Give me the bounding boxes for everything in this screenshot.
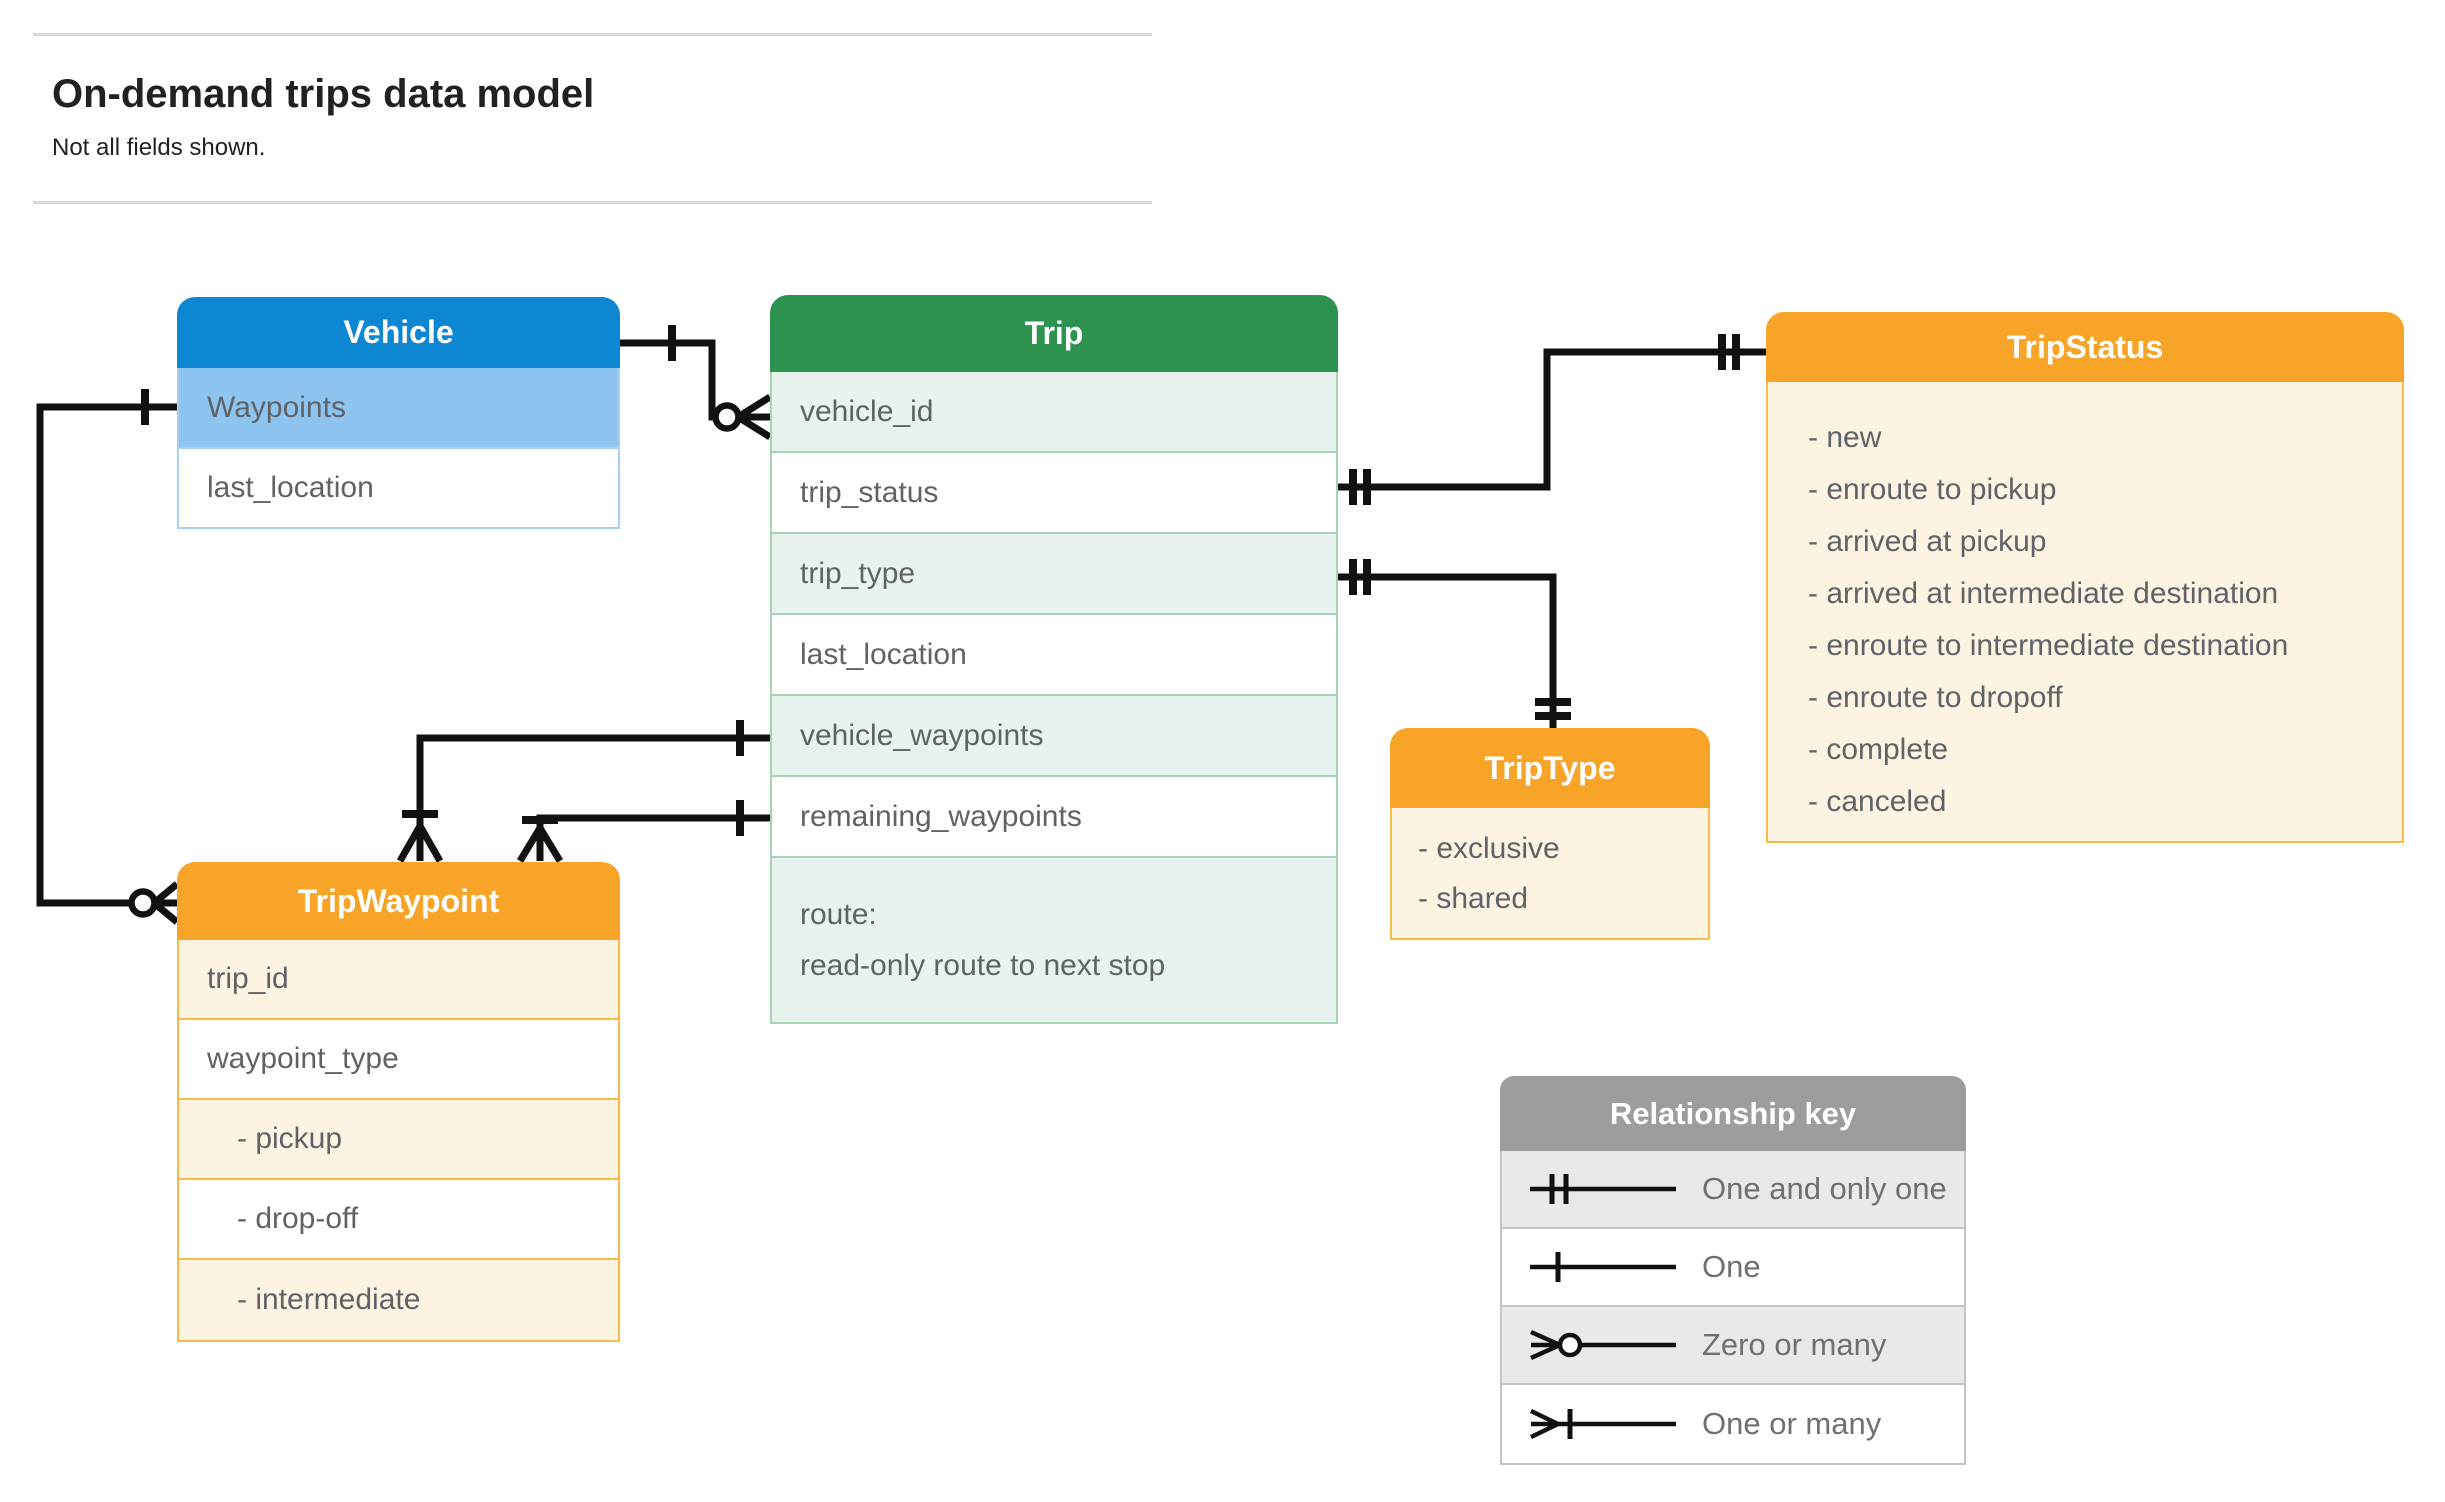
relationship-key-title: Relationship key <box>1609 1095 1857 1131</box>
entity-trip-body: vehicle_id trip_status trip_type last_lo… <box>770 372 1338 1024</box>
waypoint-type-value-intermediate: - intermediate <box>179 1260 618 1340</box>
field-trip-type: trip_type <box>772 534 1336 615</box>
relationship-key-body: One and only one One Zero or many <box>1500 1151 1966 1465</box>
tripstatus-value-enroute-to-intermediate-destination: - enroute to intermediate destination <box>1808 629 2289 662</box>
rel-vehicle-to-trip <box>620 325 772 440</box>
entity-trip-header: Trip <box>770 295 1338 372</box>
legend-row-one: One <box>1502 1229 1964 1307</box>
legend-row-one-or-many: One or many <box>1502 1385 1964 1463</box>
tripstatus-value-enroute-to-dropoff: - enroute to dropoff <box>1808 681 2063 714</box>
legend-label-zero-or-many: Zero or many <box>1702 1327 1887 1362</box>
waypoint-type-value-drop-off-label: - drop-off <box>237 1202 359 1235</box>
legend-label-one-or-many: One or many <box>1702 1406 1882 1441</box>
field-trip-status: trip_status <box>772 453 1336 534</box>
waypoint-type-value-intermediate-label: - intermediate <box>237 1283 421 1316</box>
waypoint-type-value-pickup-label: - pickup <box>237 1122 343 1155</box>
relationship-key: Relationship key One and only one One <box>1500 1076 1966 1465</box>
field-waypoints-label: Waypoints <box>207 390 346 424</box>
field-vehicle-last-location-label: last_location <box>207 471 374 504</box>
tripstatus-value-new: - new <box>1808 421 1882 454</box>
zero-or-many-symbol <box>1530 1329 1676 1361</box>
entity-vehicle-header: Vehicle <box>177 297 620 368</box>
triptype-value-exclusive: - exclusive <box>1418 832 1560 865</box>
entity-tripwaypoint-header: TripWaypoint <box>177 862 620 940</box>
rel-vehicle-waypoints-to-tripwaypoint <box>36 389 180 925</box>
legend-row-one-and-only-one: One and only one <box>1502 1151 1964 1229</box>
entity-triptype: TripType - exclusive - shared <box>1390 728 1710 940</box>
field-route: route: read-only route to next stop <box>772 858 1336 1022</box>
entity-tripstatus-body: - new - enroute to pickup - arrived at p… <box>1766 382 2404 843</box>
entity-triptype-title: TripType <box>1484 749 1616 786</box>
field-trip-last-location: last_location <box>772 615 1336 696</box>
entity-tripstatus-title: TripStatus <box>2006 328 2164 365</box>
legend-row-zero-or-many: Zero or many <box>1502 1307 1964 1385</box>
field-vehicle-last-location: last_location <box>179 449 618 527</box>
field-vehicle-id-label: vehicle_id <box>800 394 934 428</box>
entity-tripstatus: TripStatus - new - enroute to pickup - a… <box>1766 312 2404 843</box>
one-and-only-one-symbol <box>1530 1174 1676 1204</box>
field-trip-status-label: trip_status <box>800 475 939 509</box>
entity-trip-title: Trip <box>1024 315 1084 351</box>
field-waypoint-type: waypoint_type <box>179 1020 618 1100</box>
entity-trip: Trip vehicle_id trip_status trip_type la… <box>770 295 1338 1024</box>
field-vehicle-waypoints-label: vehicle_waypoints <box>800 718 1044 752</box>
field-route-label: route: <box>800 897 877 931</box>
entity-tripstatus-header: TripStatus <box>1766 312 2404 382</box>
field-waypoint-type-label: waypoint_type <box>207 1042 399 1075</box>
tripstatus-value-arrived-at-intermediate-destination: - arrived at intermediate destination <box>1808 577 2279 610</box>
page-subtitle: Not all fields shown. <box>52 134 266 161</box>
field-vehicle-id: vehicle_id <box>772 372 1336 453</box>
page-title: On-demand trips data model <box>52 72 595 116</box>
rel-trip-type-to-triptype <box>1338 559 1571 728</box>
triptype-value-shared: - shared <box>1418 882 1529 915</box>
entity-vehicle: Vehicle Waypoints last_location <box>177 297 620 529</box>
field-remaining-waypoints-label: remaining_waypoints <box>800 799 1082 833</box>
entity-tripwaypoint: TripWaypoint trip_id waypoint_type - pic… <box>177 862 620 1342</box>
tripstatus-value-enroute-to-pickup: - enroute to pickup <box>1808 473 2057 506</box>
legend-label-one: One <box>1702 1249 1761 1284</box>
waypoint-type-value-pickup: - pickup <box>179 1100 618 1180</box>
field-vehicle-waypoints: vehicle_waypoints <box>772 696 1336 777</box>
field-remaining-waypoints: remaining_waypoints <box>772 777 1336 858</box>
tripstatus-value-canceled: - canceled <box>1808 785 1947 818</box>
waypoint-type-value-drop-off: - drop-off <box>179 1180 618 1260</box>
entity-vehicle-title: Vehicle <box>343 314 454 350</box>
one-or-many-symbol <box>1530 1408 1676 1440</box>
entity-vehicle-body: Waypoints last_location <box>177 368 620 529</box>
field-trip-id-label: trip_id <box>207 962 289 995</box>
one-symbol <box>1530 1252 1676 1282</box>
field-trip-last-location-label: last_location <box>800 637 967 671</box>
entity-triptype-header: TripType <box>1390 728 1710 808</box>
legend-label-one-and-only-one: One and only one <box>1702 1171 1947 1206</box>
top-divider <box>33 33 1152 36</box>
field-trip-id: trip_id <box>179 940 618 1020</box>
field-trip-type-label: trip_type <box>800 556 916 590</box>
rel-vehicle-waypoints-field-to-tripwaypoint <box>396 720 770 863</box>
tripstatus-value-complete: - complete <box>1808 733 1949 766</box>
bottom-divider <box>33 201 1152 204</box>
relationship-key-header: Relationship key <box>1500 1076 1966 1151</box>
entity-tripwaypoint-title: TripWaypoint <box>297 882 500 919</box>
entity-tripwaypoint-body: trip_id waypoint_type - pickup - drop-of… <box>177 940 620 1342</box>
field-route-description: read-only route to next stop <box>800 948 1166 982</box>
tripstatus-value-arrived-at-pickup: - arrived at pickup <box>1808 525 2047 558</box>
field-waypoints: Waypoints <box>179 368 618 449</box>
entity-triptype-body: - exclusive - shared <box>1390 808 1710 940</box>
rel-remaining-waypoints-to-tripwaypoint <box>517 800 770 863</box>
rel-trip-status-to-tripstatus <box>1338 334 1766 505</box>
